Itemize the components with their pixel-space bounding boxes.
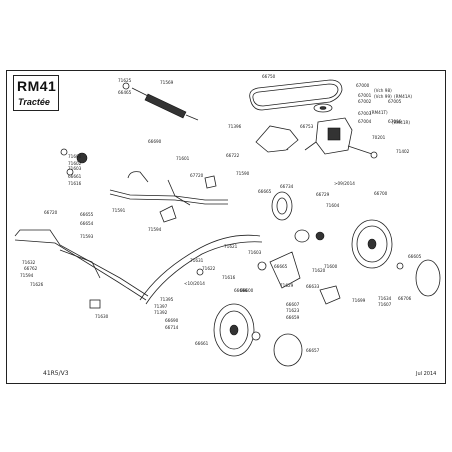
part-callout: 71600 xyxy=(68,154,82,159)
main-rod xyxy=(14,229,149,301)
part-callout: 71593 xyxy=(80,234,94,239)
part-callout: 71631 xyxy=(190,258,204,263)
part-callout: 67720 xyxy=(190,173,204,178)
part-callout: 66661 xyxy=(195,341,209,346)
annotation-note: (RM41R) xyxy=(392,120,410,125)
part-callout: 71621 xyxy=(224,244,238,249)
part-callout: 66729 xyxy=(316,192,330,197)
height-adjust-rail xyxy=(139,234,263,305)
part-callout: 66696 xyxy=(234,288,248,293)
part-callout: 71603 xyxy=(68,166,82,171)
part-callout: 71603 xyxy=(248,250,262,255)
part-callout: 67004 xyxy=(358,119,372,124)
part-callout: 71397 xyxy=(154,304,168,309)
part-callout: 71602 xyxy=(68,161,82,166)
part-callout: 71396 xyxy=(228,124,242,129)
part-callout: 66655 xyxy=(80,212,94,217)
part-callout: 71616 xyxy=(68,181,82,186)
part-callout: 66659 xyxy=(286,315,300,320)
part-callout: 71604 xyxy=(326,203,340,208)
part-callout: 66600 xyxy=(240,288,254,293)
diagram-frame xyxy=(6,70,446,384)
part-callout: 66690 xyxy=(165,318,179,323)
cable-roller xyxy=(122,82,199,121)
part-callout: 71590 xyxy=(236,171,250,176)
drive-belt xyxy=(249,79,343,111)
part-callout: 71622 xyxy=(202,266,216,271)
part-callout: 67003 xyxy=(358,111,372,116)
footer-date: Jul 2014 xyxy=(416,371,437,377)
footer-reference: 41R5/V3 xyxy=(43,370,69,377)
title-box xyxy=(13,75,59,111)
part-callout: 66633 xyxy=(306,284,320,289)
part-callout: 71699 xyxy=(352,298,366,303)
part-callout: 71620 xyxy=(312,268,326,273)
part-callout: 71591 xyxy=(112,208,126,213)
part-callout: 71630 xyxy=(95,314,109,319)
part-callout: 71629 xyxy=(280,283,294,288)
part-callout: 71600 xyxy=(324,264,338,269)
part-callout: 66722 xyxy=(226,153,240,158)
part-callout: 67001 xyxy=(358,93,372,98)
annotation-note: (Vch 98) xyxy=(374,88,392,93)
part-callout: 67005 xyxy=(388,99,402,104)
drive-gear xyxy=(271,191,325,243)
model-title: RM41 xyxy=(17,78,57,94)
part-callout: 71601 xyxy=(176,156,190,161)
part-callout: 71616 xyxy=(222,275,236,280)
part-callout: 71625 xyxy=(118,78,132,83)
lever-bracket xyxy=(255,125,299,153)
part-callout: 67000 xyxy=(356,83,370,88)
part-callout: 66605 xyxy=(408,254,422,259)
part-callout: 66665 xyxy=(258,189,272,194)
part-callout: 66465 xyxy=(118,90,132,95)
part-callout: 71634 xyxy=(378,296,392,301)
part-callout: 66762 xyxy=(24,266,38,271)
part-callout: 71623 xyxy=(286,308,300,313)
part-callout: 66665 xyxy=(274,264,288,269)
annotation-note: >09/2014 xyxy=(334,181,355,186)
part-callout: 71395 xyxy=(160,297,174,302)
gearbox xyxy=(304,117,378,159)
part-callout: 66706 xyxy=(398,296,412,301)
model-variant: Tractée xyxy=(18,97,50,107)
part-callout: 70201 xyxy=(372,135,386,140)
part-callout: 66753 xyxy=(300,124,314,129)
part-callout: 71594 xyxy=(20,273,34,278)
rear-wheel xyxy=(213,303,255,357)
front-wheel-right xyxy=(351,219,393,269)
part-callout: 66654 xyxy=(80,221,94,226)
part-callout: 71607 xyxy=(378,302,392,307)
annotation-note: (RM41A) xyxy=(394,94,412,99)
part-callout: 66657 xyxy=(306,348,320,353)
part-callout: 66690 xyxy=(148,139,162,144)
part-callout: 66661 xyxy=(68,174,82,179)
annotation-note: (RM41T) xyxy=(370,110,388,115)
part-callout: 66734 xyxy=(280,184,294,189)
annotation-note: (Vch 99) xyxy=(374,94,392,99)
part-callout: 71402 xyxy=(396,149,410,154)
annotation-note: <10/2014 xyxy=(184,281,205,286)
part-callout: 66700 xyxy=(374,191,388,196)
part-callout: 66720 xyxy=(44,210,58,215)
part-callout: 71392 xyxy=(154,310,168,315)
note-labels: <10/2014 >09/2014 (Vch 98)(Vch 99)(RM41A) (… xyxy=(184,88,412,286)
pulley xyxy=(313,103,333,113)
part-callout: 67002 xyxy=(358,99,372,104)
hub-caps xyxy=(273,259,441,367)
part-callout: 67006 xyxy=(388,119,402,124)
part-callout: 66607 xyxy=(286,302,300,307)
part-callout: 71632 xyxy=(22,260,36,265)
part-callout: 71594 xyxy=(148,227,162,232)
part-callout: 71569 xyxy=(160,80,174,85)
part-callout: 71626 xyxy=(30,282,44,287)
part-callout: 66750 xyxy=(262,74,276,79)
part-callout: 66714 xyxy=(165,325,179,330)
rear-axle-assembly xyxy=(109,171,228,206)
small-parts xyxy=(60,148,404,341)
